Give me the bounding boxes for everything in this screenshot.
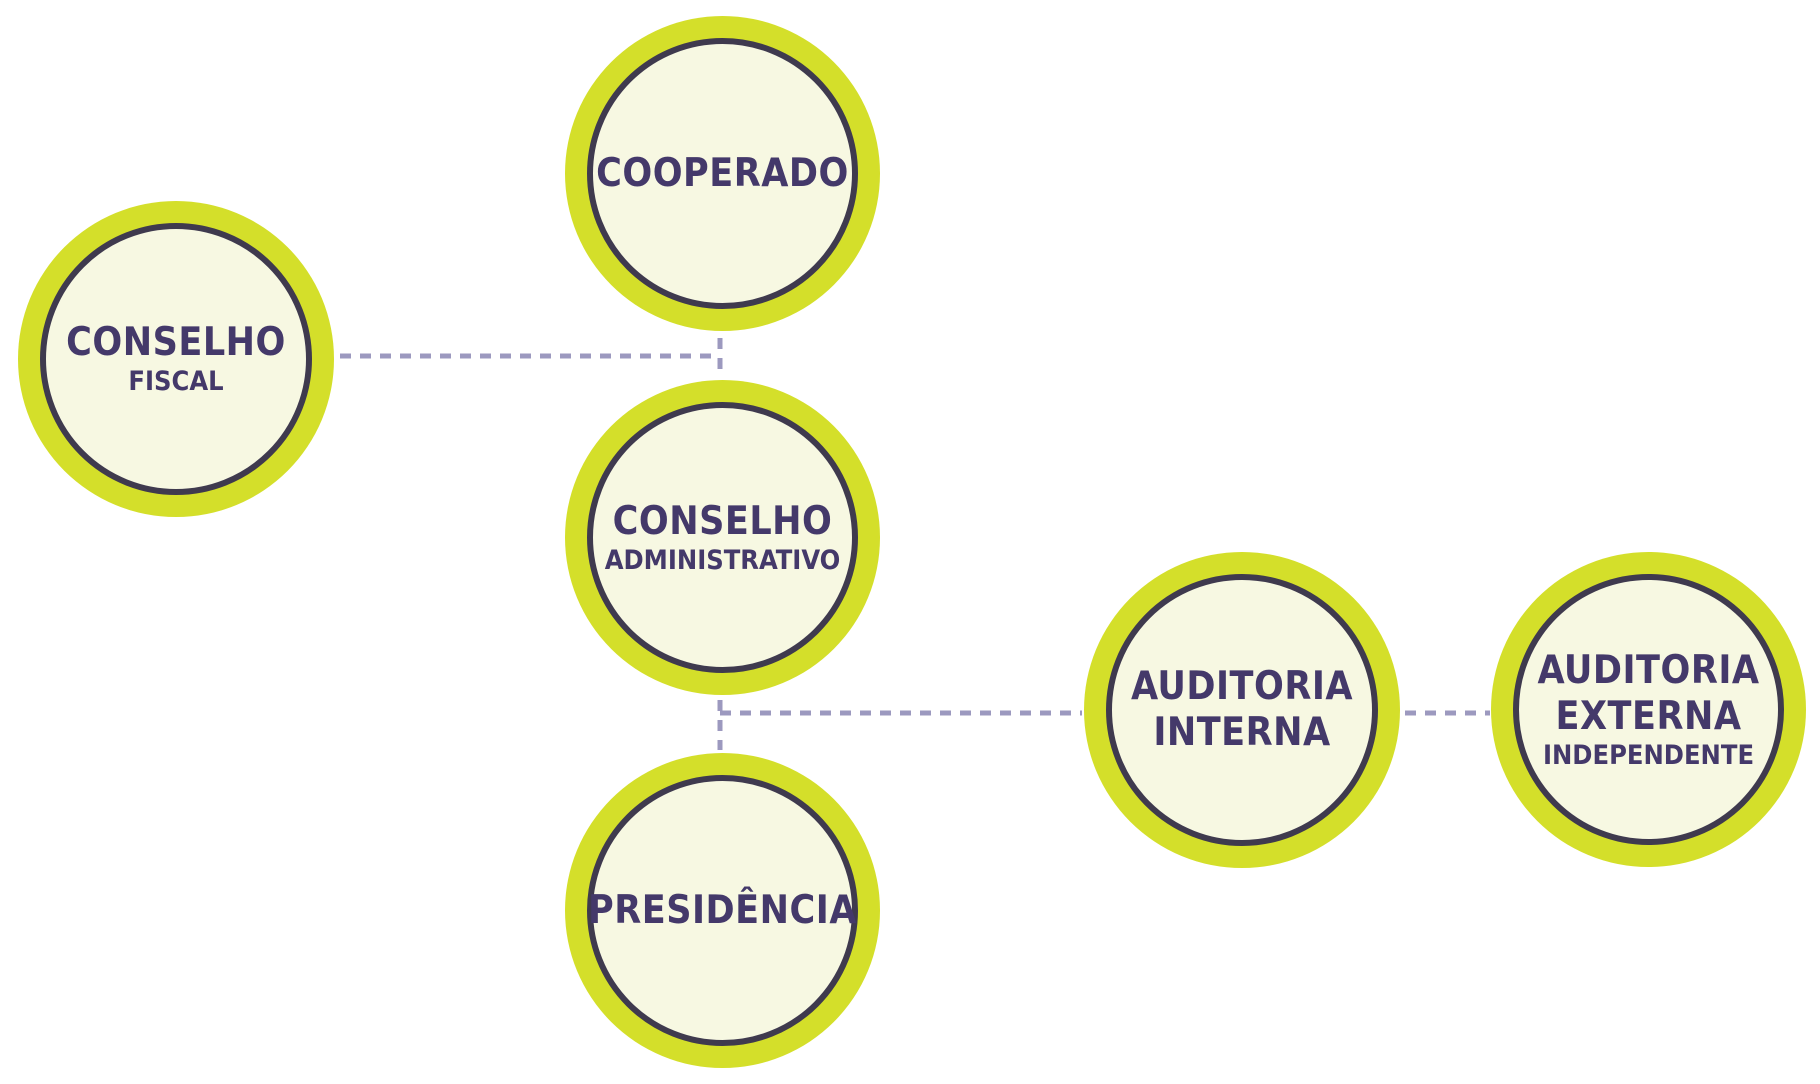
node-conselho-administrativo-subtitle: ADMINISTRATIVO (604, 544, 841, 576)
node-conselho-fiscal: CONSELHO FISCAL (18, 201, 334, 517)
node-auditoria-externa-subtitle: INDEPENDENTE (1542, 739, 1755, 771)
node-auditoria-externa-line-1: AUDITORIA (1537, 647, 1760, 693)
node-presidencia-circle: PRESIDÊNCIA (587, 775, 858, 1046)
node-cooperado-circle: COOPERADO (587, 38, 858, 309)
node-auditoria-interna-circle: AUDITORIA INTERNA (1106, 574, 1378, 846)
node-cooperado-label: COOPERADO (596, 150, 849, 196)
node-presidencia-label: PRESIDÊNCIA (588, 887, 857, 933)
node-conselho-administrativo-circle: CONSELHO ADMINISTRATIVO (587, 402, 858, 673)
node-conselho-fiscal-circle: CONSELHO FISCAL (40, 223, 312, 495)
node-conselho-fiscal-title: CONSELHO (66, 320, 286, 365)
node-conselho-administrativo-title: CONSELHO (612, 498, 833, 544)
node-conselho-fiscal-subtitle: FISCAL (128, 366, 224, 397)
node-auditoria-interna: AUDITORIA INTERNA (1084, 552, 1400, 868)
node-auditoria-interna-line-2: INTERNA (1153, 710, 1331, 755)
node-cooperado: COOPERADO (565, 16, 880, 331)
node-auditoria-interna-line-1: AUDITORIA (1130, 664, 1354, 709)
node-conselho-administrativo: CONSELHO ADMINISTRATIVO (565, 380, 880, 695)
node-auditoria-externa-circle: AUDITORIA EXTERNA INDEPENDENTE (1513, 574, 1784, 845)
node-auditoria-externa-line-2: EXTERNA (1555, 693, 1742, 739)
node-auditoria-externa: AUDITORIA EXTERNA INDEPENDENTE (1491, 552, 1806, 867)
node-presidencia: PRESIDÊNCIA (565, 753, 880, 1068)
